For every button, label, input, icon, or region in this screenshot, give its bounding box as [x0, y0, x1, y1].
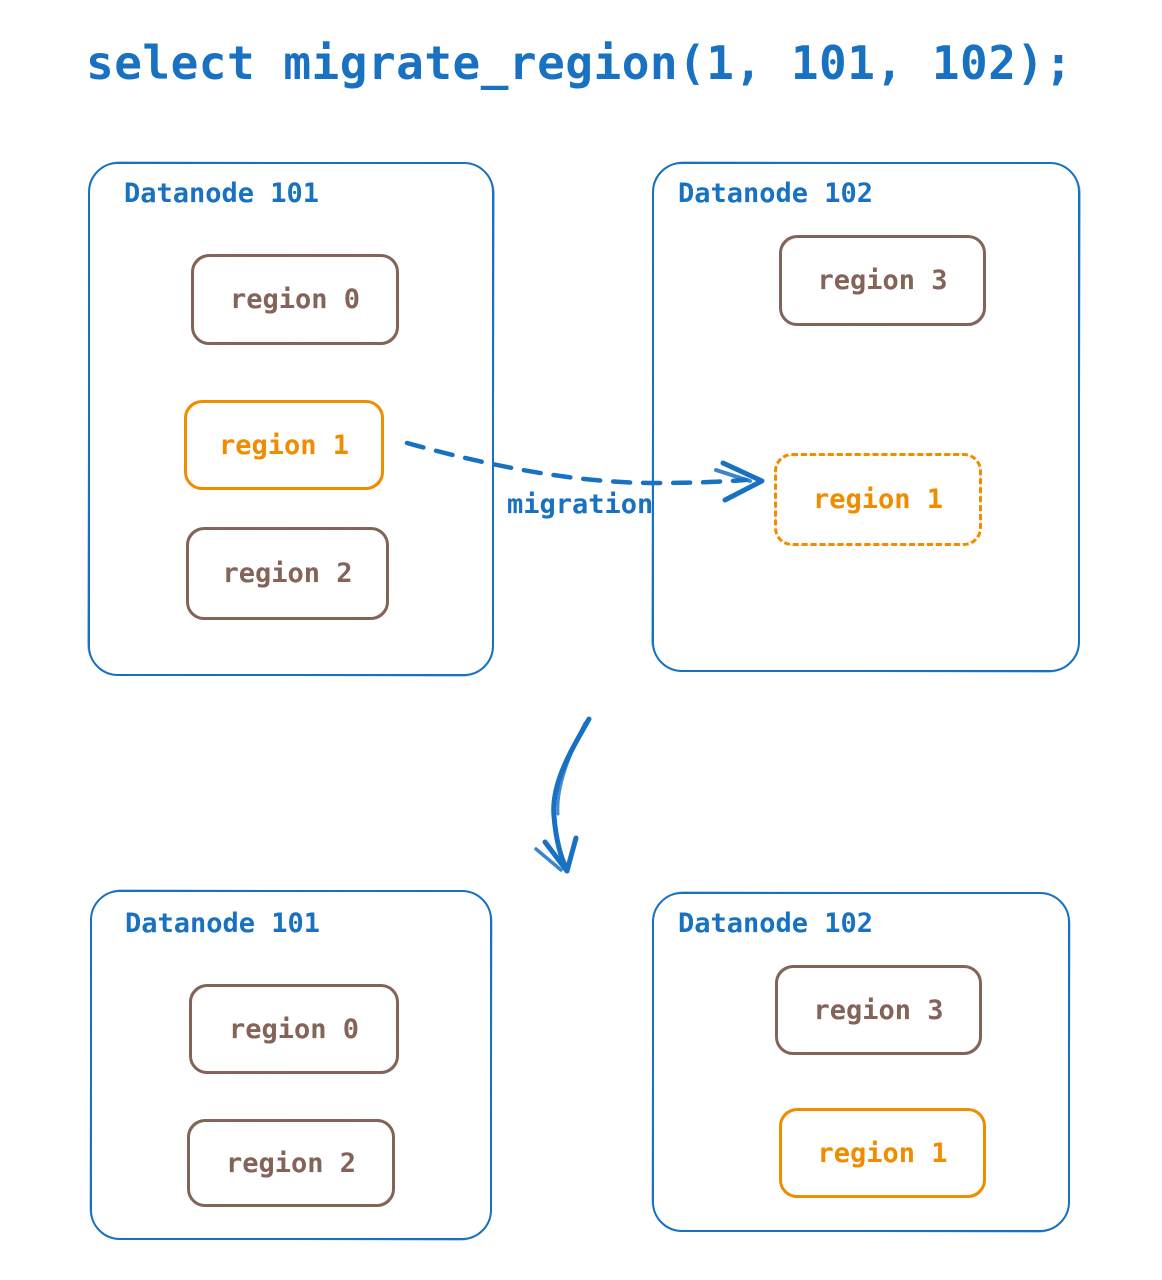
region-1-before-source: region 1 [184, 400, 384, 490]
region-2-before-label: region 2 [222, 558, 353, 589]
region-1-after-label: region 1 [817, 1137, 948, 1169]
region-1-after-migrated: region 1 [779, 1108, 986, 1198]
down-arrow [534, 716, 592, 874]
datanode-101-after: Datanode 101 region 0 region 2 [90, 890, 492, 1240]
region-2-after-label: region 2 [225, 1147, 357, 1179]
region-1-before-source-label: region 1 [218, 429, 350, 461]
region-1-before-target-placeholder: region 1 [774, 453, 982, 546]
datanode-102-after: Datanode 102 region 3 region 1 [652, 892, 1070, 1232]
region-3-after-label: region 3 [813, 994, 944, 1026]
region-0-before-label: region 0 [229, 284, 361, 315]
migration-arrow-label: migration [507, 489, 654, 520]
datanode-101-before: Datanode 101 region 0 region 1 region 2 [88, 162, 494, 676]
region-2-before: region 2 [186, 527, 389, 620]
region-0-after-label: region 0 [228, 1013, 360, 1045]
sql-statement-title: select migrate_region(1, 101, 102); [86, 36, 1073, 90]
datanode-101-before-label: Datanode 101 [124, 178, 320, 209]
region-0-after: region 0 [189, 984, 399, 1074]
datanode-102-after-label: Datanode 102 [678, 908, 874, 939]
region-3-after: region 3 [775, 965, 982, 1055]
region-0-before: region 0 [191, 254, 399, 345]
datanode-101-after-label: Datanode 101 [125, 908, 321, 939]
region-2-after: region 2 [187, 1119, 395, 1207]
region-3-before: region 3 [779, 235, 986, 326]
datanode-102-before-label: Datanode 102 [678, 178, 874, 209]
region-1-before-target-label: region 1 [812, 484, 944, 515]
datanode-102-before: Datanode 102 region 3 region 1 [652, 162, 1080, 672]
region-3-before-label: region 3 [817, 265, 948, 296]
